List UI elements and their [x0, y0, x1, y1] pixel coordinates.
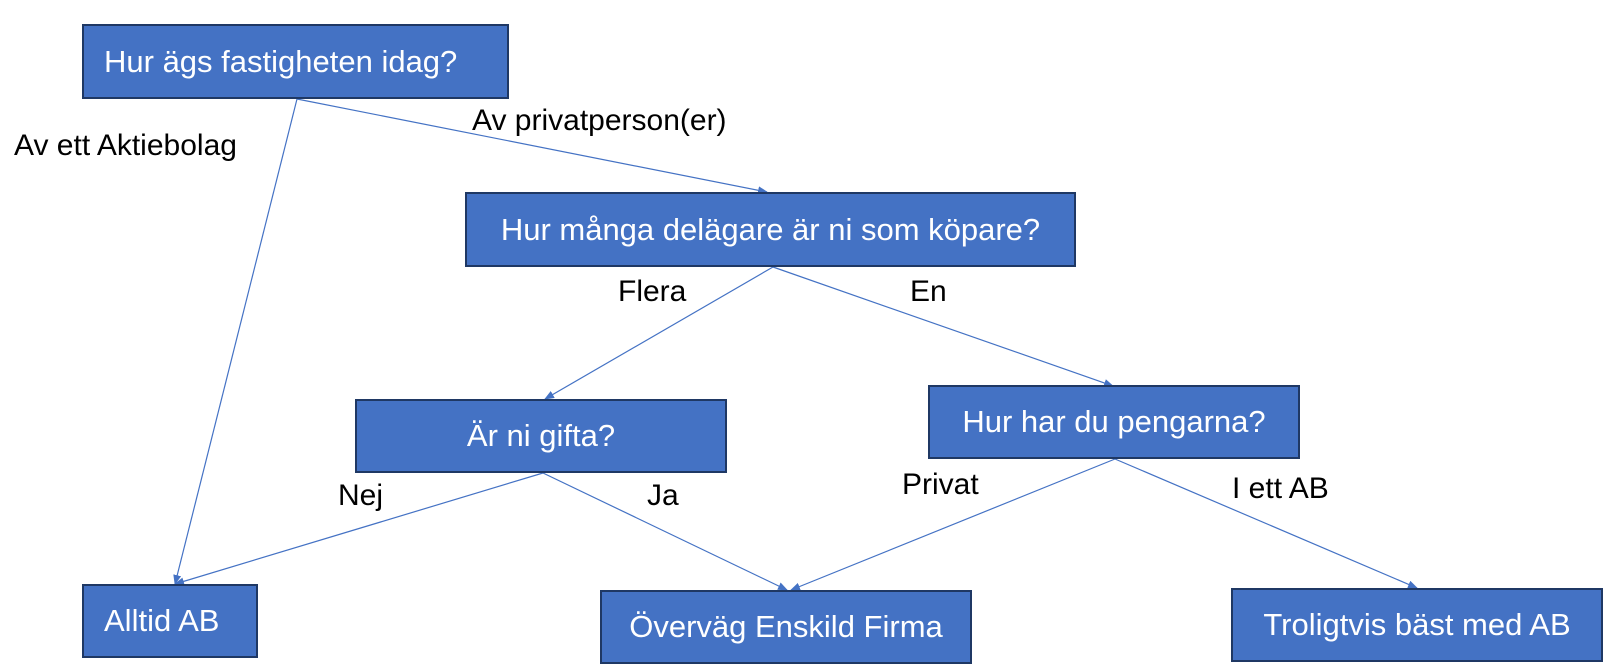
node-owners-question: Hur många delägare är ni som köpare?: [465, 192, 1076, 267]
edge-label-by-company: Av ett Aktiebolag: [14, 129, 237, 162]
node-ownership-question: Hur ägs fastigheten idag?: [82, 24, 509, 99]
node-money-question-text: Hur har du pengarna?: [962, 404, 1266, 439]
edge-ownership-to-owners: [296, 98, 768, 195]
node-result-probably-ab: Troligtvis bäst med AB: [1231, 588, 1603, 662]
edge-label-in-ab: I ett AB: [1232, 472, 1329, 505]
edge-owners-to-money: [772, 266, 1114, 387]
edge-ownership-to-always-ab: [173, 98, 298, 585]
node-married-question-text: Är ni gifta?: [466, 418, 616, 453]
edge-married-to-sole-trader: [542, 472, 788, 591]
edge-label-yes: Ja: [647, 479, 679, 512]
node-result-always-ab-text: Alltid AB: [104, 603, 220, 638]
node-owners-question-text: Hur många delägare är ni som köpare?: [500, 211, 1041, 247]
node-ownership-question-text: Hur ägs fastigheten idag?: [104, 43, 458, 79]
node-result-always-ab: Alltid AB: [82, 584, 258, 658]
node-result-sole-trader: Överväg Enskild Firma: [600, 590, 972, 664]
edge-label-no: Nej: [338, 479, 384, 512]
node-married-question: Är ni gifta?: [355, 399, 727, 473]
edge-label-by-private: Av privatperson(er): [472, 104, 727, 137]
node-result-sole-trader-text: Överväg Enskild Firma: [629, 609, 943, 644]
node-result-probably-ab-text: Troligtvis bäst med AB: [1263, 607, 1571, 642]
edge-money-to-probably-ab: [1114, 458, 1418, 589]
edge-owners-to-married: [544, 266, 774, 400]
edge-money-to-sole-trader: [790, 458, 1116, 591]
node-money-question: Hur har du pengarna?: [928, 385, 1300, 459]
edge-label-one: En: [910, 275, 947, 308]
edge-label-several: Flera: [618, 275, 687, 308]
edge-married-to-always-ab: [174, 472, 544, 586]
edge-label-private: Privat: [902, 468, 979, 501]
